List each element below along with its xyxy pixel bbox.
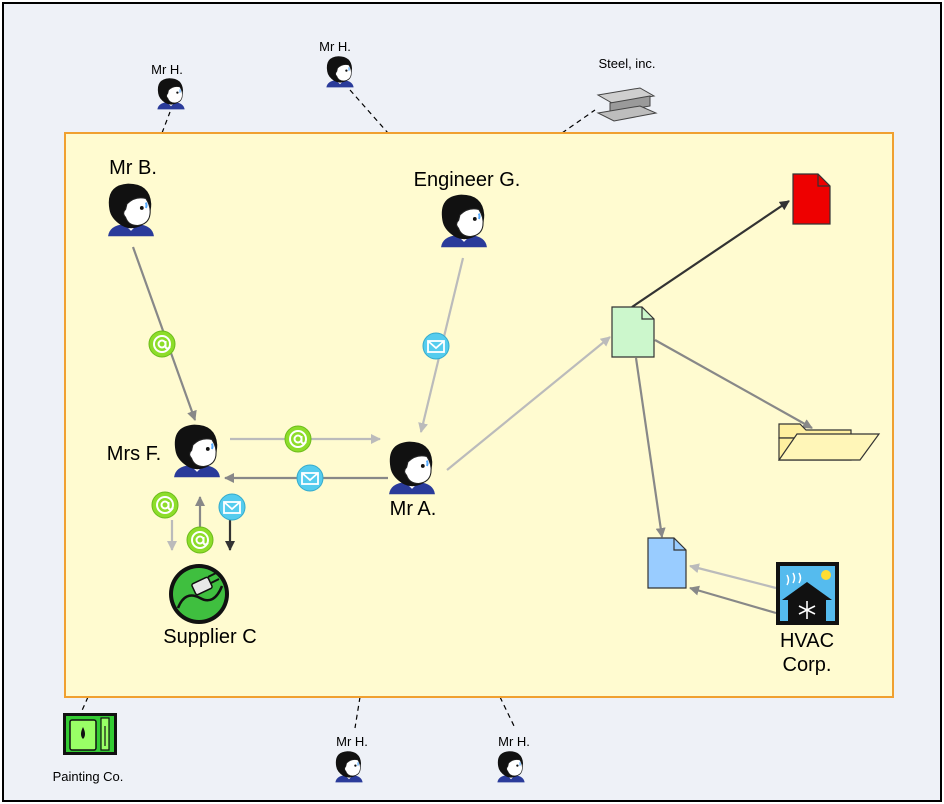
label-mr-b: Mr B. xyxy=(109,157,157,179)
arrow-doc-to-folder xyxy=(654,339,813,429)
arrow-doc-to-reddoc xyxy=(631,200,790,308)
label-mr-h: Mr H. xyxy=(319,39,351,54)
arrow-doc-to-bluedoc xyxy=(634,357,666,538)
person-icon xyxy=(440,193,488,249)
node-mr-h-bottom-center[interactable]: Mr H. xyxy=(334,734,368,784)
node-supplier-c[interactable]: Supplier C xyxy=(163,564,257,648)
document-icon xyxy=(611,306,655,358)
label-mr-h: Mr H. xyxy=(498,734,530,749)
label-supplier-c: Supplier C xyxy=(163,626,256,648)
label-hvac-line1: HVAC xyxy=(780,630,834,652)
document-icon xyxy=(792,173,831,225)
label-painting-co: Painting Co. xyxy=(53,769,124,784)
person-icon xyxy=(334,750,364,784)
external-links xyxy=(79,89,596,729)
node-steel-inc[interactable]: Steel, inc. xyxy=(596,56,658,122)
node-mr-a[interactable]: Mr A. xyxy=(388,440,437,520)
node-hvac-corp[interactable]: HVAC Corp. xyxy=(776,562,839,676)
arrow-hvac-to-bluedoc-2 xyxy=(689,585,777,615)
envelope-icon xyxy=(422,332,450,360)
paint-can-icon xyxy=(63,713,117,755)
label-steel-inc: Steel, inc. xyxy=(598,56,655,71)
label-mr-a: Mr A. xyxy=(390,498,437,520)
label-engineer-g: Engineer G. xyxy=(414,169,521,191)
node-mr-b[interactable]: Mr B. xyxy=(107,157,157,238)
document-icon xyxy=(647,537,687,589)
folder[interactable] xyxy=(777,423,881,461)
doc-green[interactable] xyxy=(611,306,655,358)
node-mr-h-top-center[interactable]: Mr H. xyxy=(319,39,355,89)
person-icon xyxy=(325,55,355,89)
label-mr-h: Mr H. xyxy=(151,62,183,77)
steel-beam-icon xyxy=(596,87,658,122)
hvac-snowflake-icon xyxy=(776,562,839,625)
doc-red[interactable] xyxy=(792,173,831,225)
node-mr-h-bottom-right[interactable]: Mr H. xyxy=(496,734,530,784)
label-mr-h: Mr H. xyxy=(336,734,368,749)
node-mr-h-top-left[interactable]: Mr H. xyxy=(151,62,186,111)
email-at-icon xyxy=(151,491,179,519)
node-mrs-f[interactable]: Mrs F. xyxy=(107,423,221,479)
person-icon xyxy=(173,423,221,479)
person-icon xyxy=(156,77,186,111)
label-mrs-f: Mrs F. xyxy=(107,443,161,465)
email-at-icon xyxy=(148,330,176,358)
email-at-icon xyxy=(186,526,214,554)
person-icon xyxy=(388,440,436,496)
label-hvac-line2: Corp. xyxy=(783,654,832,676)
plug-icon xyxy=(169,564,229,624)
arrow-hvac-to-bluedoc-1 xyxy=(689,563,777,590)
node-engineer-g[interactable]: Engineer G. xyxy=(414,169,521,249)
person-icon xyxy=(496,750,526,784)
node-painting-co[interactable]: Painting Co. xyxy=(53,713,124,784)
envelope-icon xyxy=(218,493,246,521)
email-at-icon xyxy=(284,425,312,453)
person-icon xyxy=(107,182,155,238)
arrow-mra-to-doc xyxy=(446,336,611,471)
envelope-icon xyxy=(296,464,324,492)
doc-blue[interactable] xyxy=(647,537,687,589)
